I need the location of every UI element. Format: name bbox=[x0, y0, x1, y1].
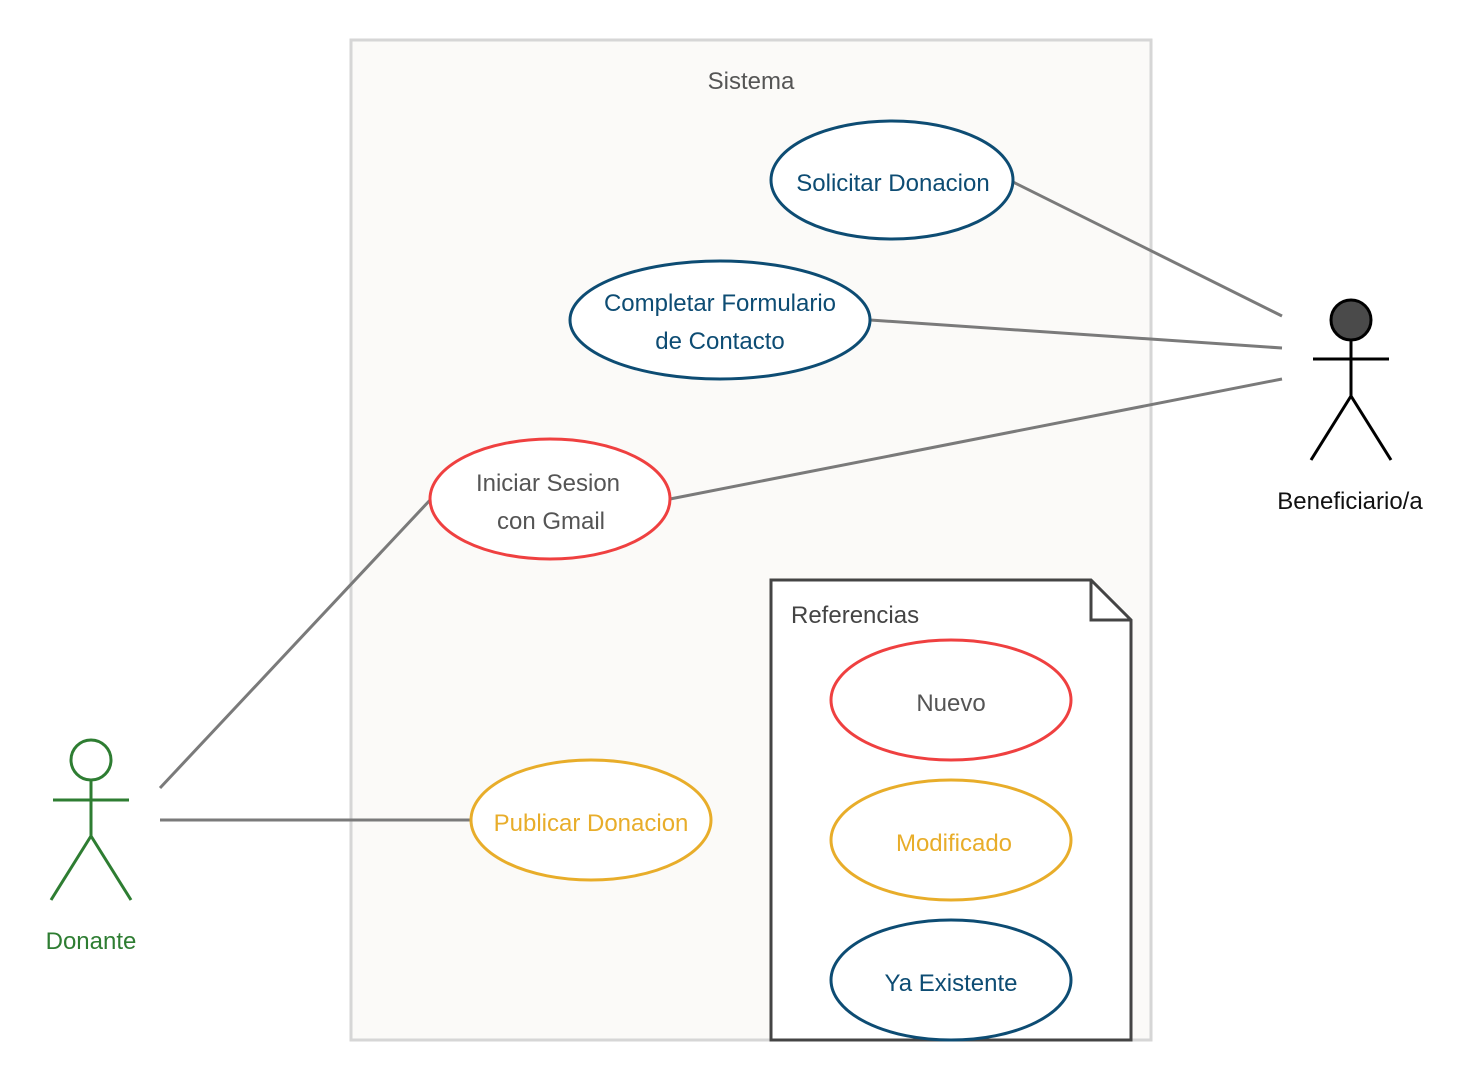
legend-item-nuevo: Nuevo bbox=[829, 638, 1073, 762]
use-case-label-line2: con Gmail bbox=[497, 508, 605, 535]
use-case-label-line1: Iniciar Sesion bbox=[476, 470, 620, 497]
use-case-label: Solicitar Donacion bbox=[796, 170, 989, 197]
legend-item-modificado: Modificado bbox=[829, 778, 1073, 902]
legend-label: Modificado bbox=[896, 830, 1012, 857]
use-case-label: Publicar Donacion bbox=[494, 810, 689, 837]
assoc-iniciar-beneficiario bbox=[669, 377, 1283, 501]
use-case-publicar-donacion[interactable]: Publicar Donacion bbox=[469, 758, 713, 882]
use-case-completar-formulario[interactable]: Completar Formulario de Contacto bbox=[568, 259, 872, 381]
actor-beneficiario[interactable]: Beneficiario/a bbox=[1277, 298, 1423, 515]
assoc-iniciar-donante bbox=[158, 497, 433, 790]
use-case-label-line1: Completar Formulario bbox=[604, 290, 836, 317]
system-title: Sistema bbox=[708, 68, 795, 95]
actor-label: Beneficiario/a bbox=[1277, 488, 1423, 515]
assoc-solicitar-beneficiario bbox=[1012, 180, 1283, 318]
legend-label: Ya Existente bbox=[885, 970, 1018, 997]
legend-label: Nuevo bbox=[916, 690, 985, 717]
use-case-iniciar-sesion[interactable]: Iniciar Sesion con Gmail bbox=[428, 437, 672, 561]
use-case-solicitar-donacion[interactable]: Solicitar Donacion bbox=[769, 119, 1015, 241]
actor-label: Donante bbox=[46, 928, 137, 955]
legend-title: Referencias bbox=[791, 602, 919, 629]
legend-note: Referencias Nuevo Modificado Ya Existent… bbox=[769, 578, 1133, 1042]
legend-item-existente: Ya Existente bbox=[829, 918, 1073, 1042]
assoc-completar-beneficiario bbox=[869, 318, 1283, 350]
actor-donante[interactable]: Donante bbox=[46, 738, 137, 955]
use-case-label-line2: de Contacto bbox=[655, 328, 784, 355]
stick-figure-icon bbox=[1309, 298, 1393, 461]
associations bbox=[158, 180, 1283, 822]
stick-figure-icon bbox=[49, 738, 133, 901]
